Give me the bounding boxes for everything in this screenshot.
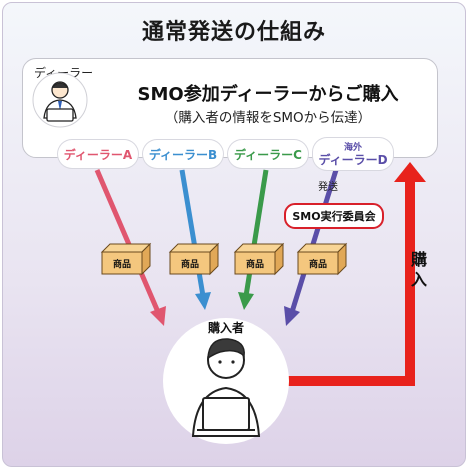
arrow-dealer-b bbox=[179, 169, 206, 297]
purchase-label: 購入 bbox=[410, 250, 427, 289]
purchase-arrow bbox=[287, 180, 415, 386]
arrow-dealer-d bbox=[289, 169, 339, 313]
product-box-b: 商品 bbox=[168, 242, 220, 276]
diagram-title: 通常発送の仕組み bbox=[141, 20, 326, 45]
main-subheading: （購入者の情報をSMOから伝達） bbox=[164, 110, 372, 126]
shipping-label: 発送 bbox=[318, 182, 338, 193]
dealer-b-pill: ディーラーB bbox=[143, 140, 223, 168]
dealer-a-pill: ディーラーA bbox=[58, 140, 138, 168]
dealer-d-prefix: 海外 bbox=[343, 143, 362, 153]
smo-committee-badge: SMO実行委員会 bbox=[284, 203, 384, 229]
product-label-a: 商品 bbox=[113, 258, 131, 270]
product-box-d: 商品 bbox=[296, 242, 348, 276]
dealer-d-pill: 海外 ディーラーD bbox=[313, 138, 393, 170]
dealer-a-label: ディーラーA bbox=[63, 147, 133, 162]
arrowhead-dealer-a bbox=[150, 306, 166, 326]
dealer-c-pill: ディーラーC bbox=[228, 140, 308, 168]
smo-committee-label: SMO実行委員会 bbox=[292, 210, 376, 223]
product-label-d: 商品 bbox=[309, 258, 327, 270]
product-box-c: 商品 bbox=[233, 242, 285, 276]
dealer-d-label: ディーラーD bbox=[318, 153, 388, 167]
buyer-person-icon bbox=[191, 338, 261, 437]
dealer-b-label: ディーラーB bbox=[148, 147, 218, 162]
arrow-dealer-c bbox=[243, 169, 269, 297]
product-label-b: 商品 bbox=[181, 258, 199, 270]
dealer-c-label: ディーラーC bbox=[234, 147, 302, 162]
arrow-dealer-a bbox=[94, 169, 161, 313]
purchase-arrowhead bbox=[394, 162, 426, 182]
main-heading: SMO参加ディーラーからご購入 bbox=[137, 84, 399, 105]
product-box-a: 商品 bbox=[100, 242, 152, 276]
product-label-c: 商品 bbox=[246, 258, 264, 270]
dealer-person-icon bbox=[32, 72, 88, 128]
arrowhead-dealer-c bbox=[238, 292, 254, 310]
arrowhead-dealer-d bbox=[284, 306, 300, 326]
arrowhead-dealer-b bbox=[195, 292, 211, 310]
buyer-label: 購入者 bbox=[207, 321, 244, 335]
